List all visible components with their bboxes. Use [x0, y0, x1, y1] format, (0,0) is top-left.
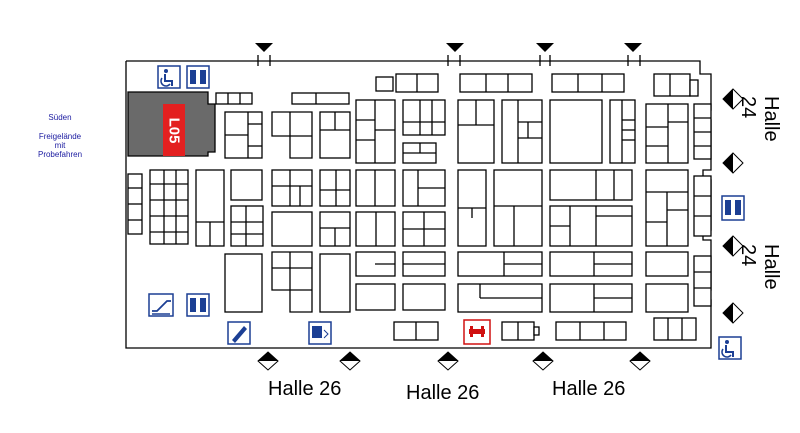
restroom-icon: [186, 65, 210, 89]
side-note: Süden Freigelände mit Probefahren: [30, 113, 90, 159]
entrance-arrow-icons-right: [722, 88, 744, 324]
hall-label-bottom-1: Halle 26: [268, 378, 342, 400]
hall-label-bottom-2: Halle 26: [406, 382, 480, 404]
side-note-line-2: mit: [54, 141, 66, 150]
top-wall: [257, 55, 641, 66]
first-aid-icon: [463, 319, 491, 345]
disabled-access-icon: [718, 336, 742, 360]
hall-label-right-1: Halle 24: [737, 96, 782, 142]
booth-label-text: L05: [165, 117, 183, 143]
hall-label-right-2: Halle 24: [737, 244, 782, 290]
restroom-icon: [721, 195, 745, 221]
restroom-icon: [186, 293, 210, 317]
entrance-arrow-icons-bottom: [257, 351, 651, 371]
disabled-access-icon: [157, 65, 181, 89]
hall-label-bottom-3: Halle 26: [552, 378, 626, 400]
entrance-arrow-icons-top: [255, 43, 642, 52]
booth-label-l05[interactable]: L05: [163, 104, 185, 156]
telephone-icon: [227, 321, 251, 345]
side-note-title: Süden: [48, 113, 72, 122]
booth-blocks: [127, 73, 712, 341]
side-note-line-1: Freigelände: [38, 132, 82, 141]
escalator-icon: [148, 293, 174, 317]
side-note-line-3: Probefahren: [37, 150, 83, 159]
information-icon: [308, 321, 332, 345]
